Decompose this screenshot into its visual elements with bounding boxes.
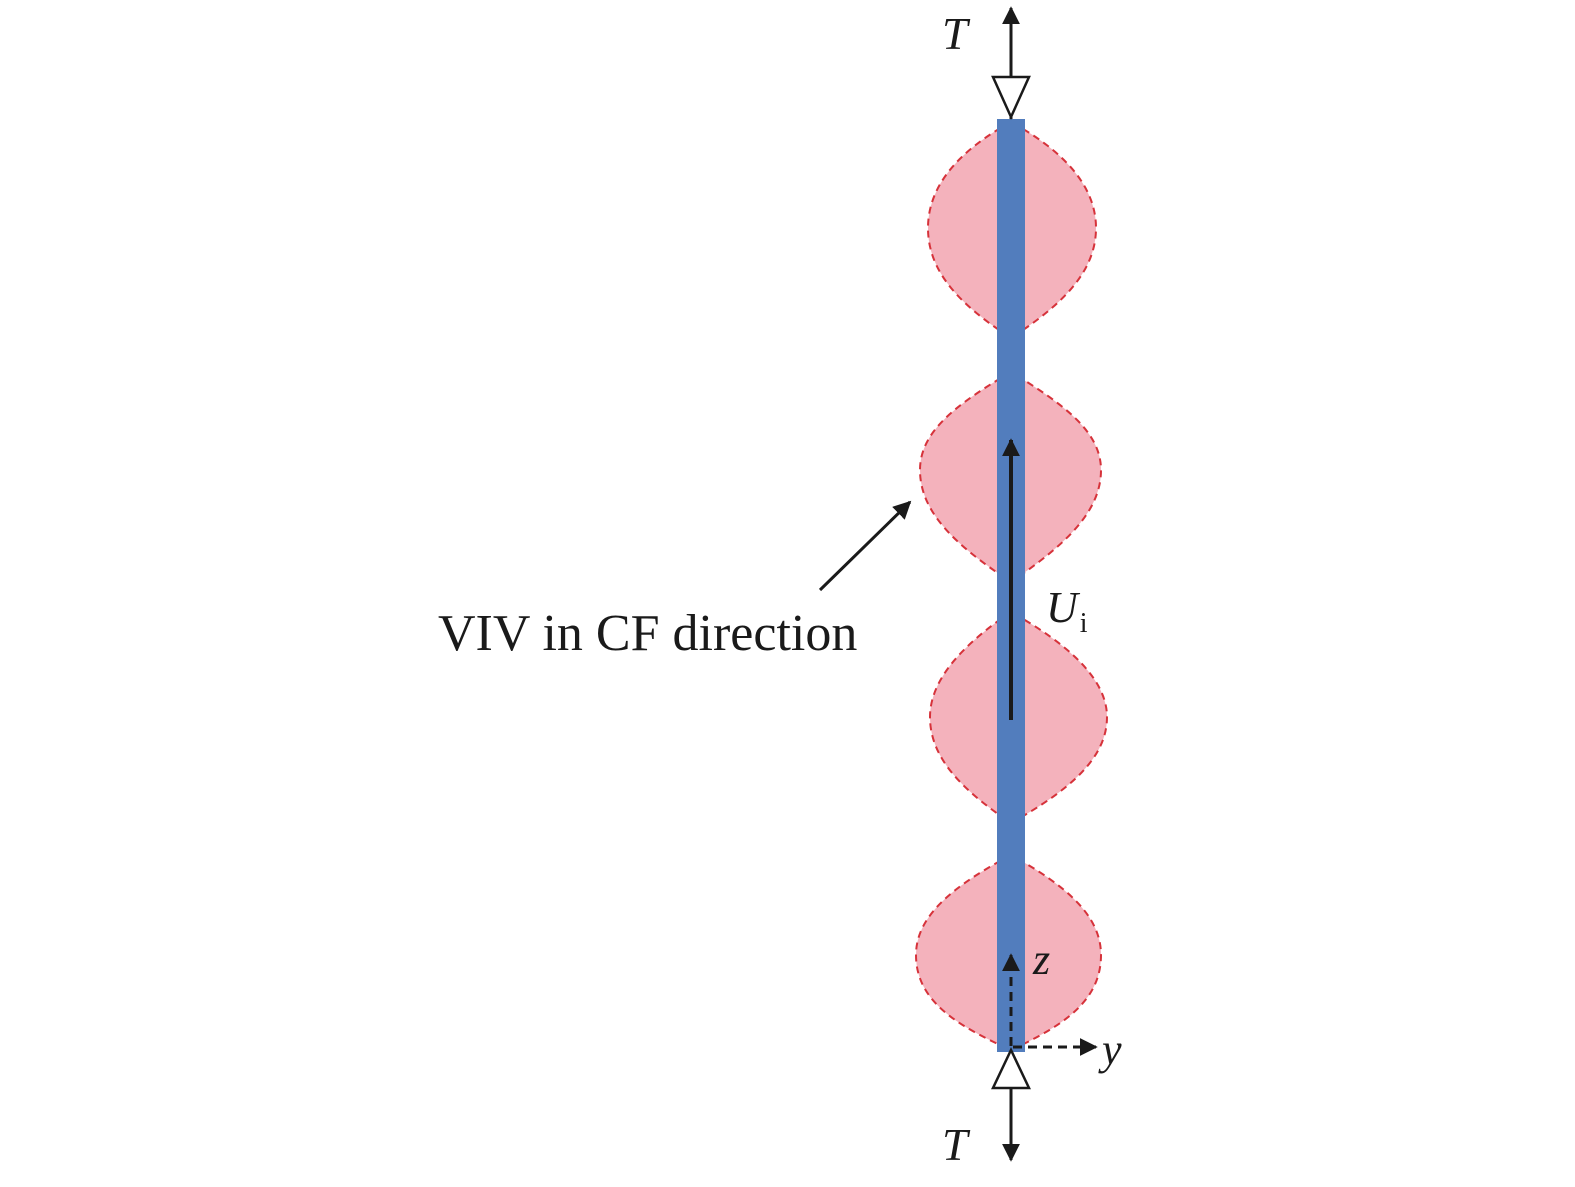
velocity-subscript: i [1080,608,1088,639]
z-axis-label: z [1032,935,1050,984]
velocity-label: Ui [1046,583,1088,639]
bottom-support-triangle [991,1047,1031,1090]
tension-bottom-label: T [942,1119,971,1170]
y-axis-label: y [1098,1025,1122,1074]
top-support-triangle [991,75,1031,121]
velocity-group: Ui [1002,438,1088,720]
tension-top-group: T [942,6,1031,121]
coordinate-axes: z y [1002,935,1122,1074]
viv-annotation-arrow [818,500,912,592]
tension-top-label: T [942,8,971,59]
tension-bottom-group: T [942,1047,1031,1170]
viv-annotation-label: VIV in CF direction [438,605,857,662]
velocity-symbol: U [1046,583,1081,632]
viv-annotation-group: VIV in CF direction [438,500,912,662]
